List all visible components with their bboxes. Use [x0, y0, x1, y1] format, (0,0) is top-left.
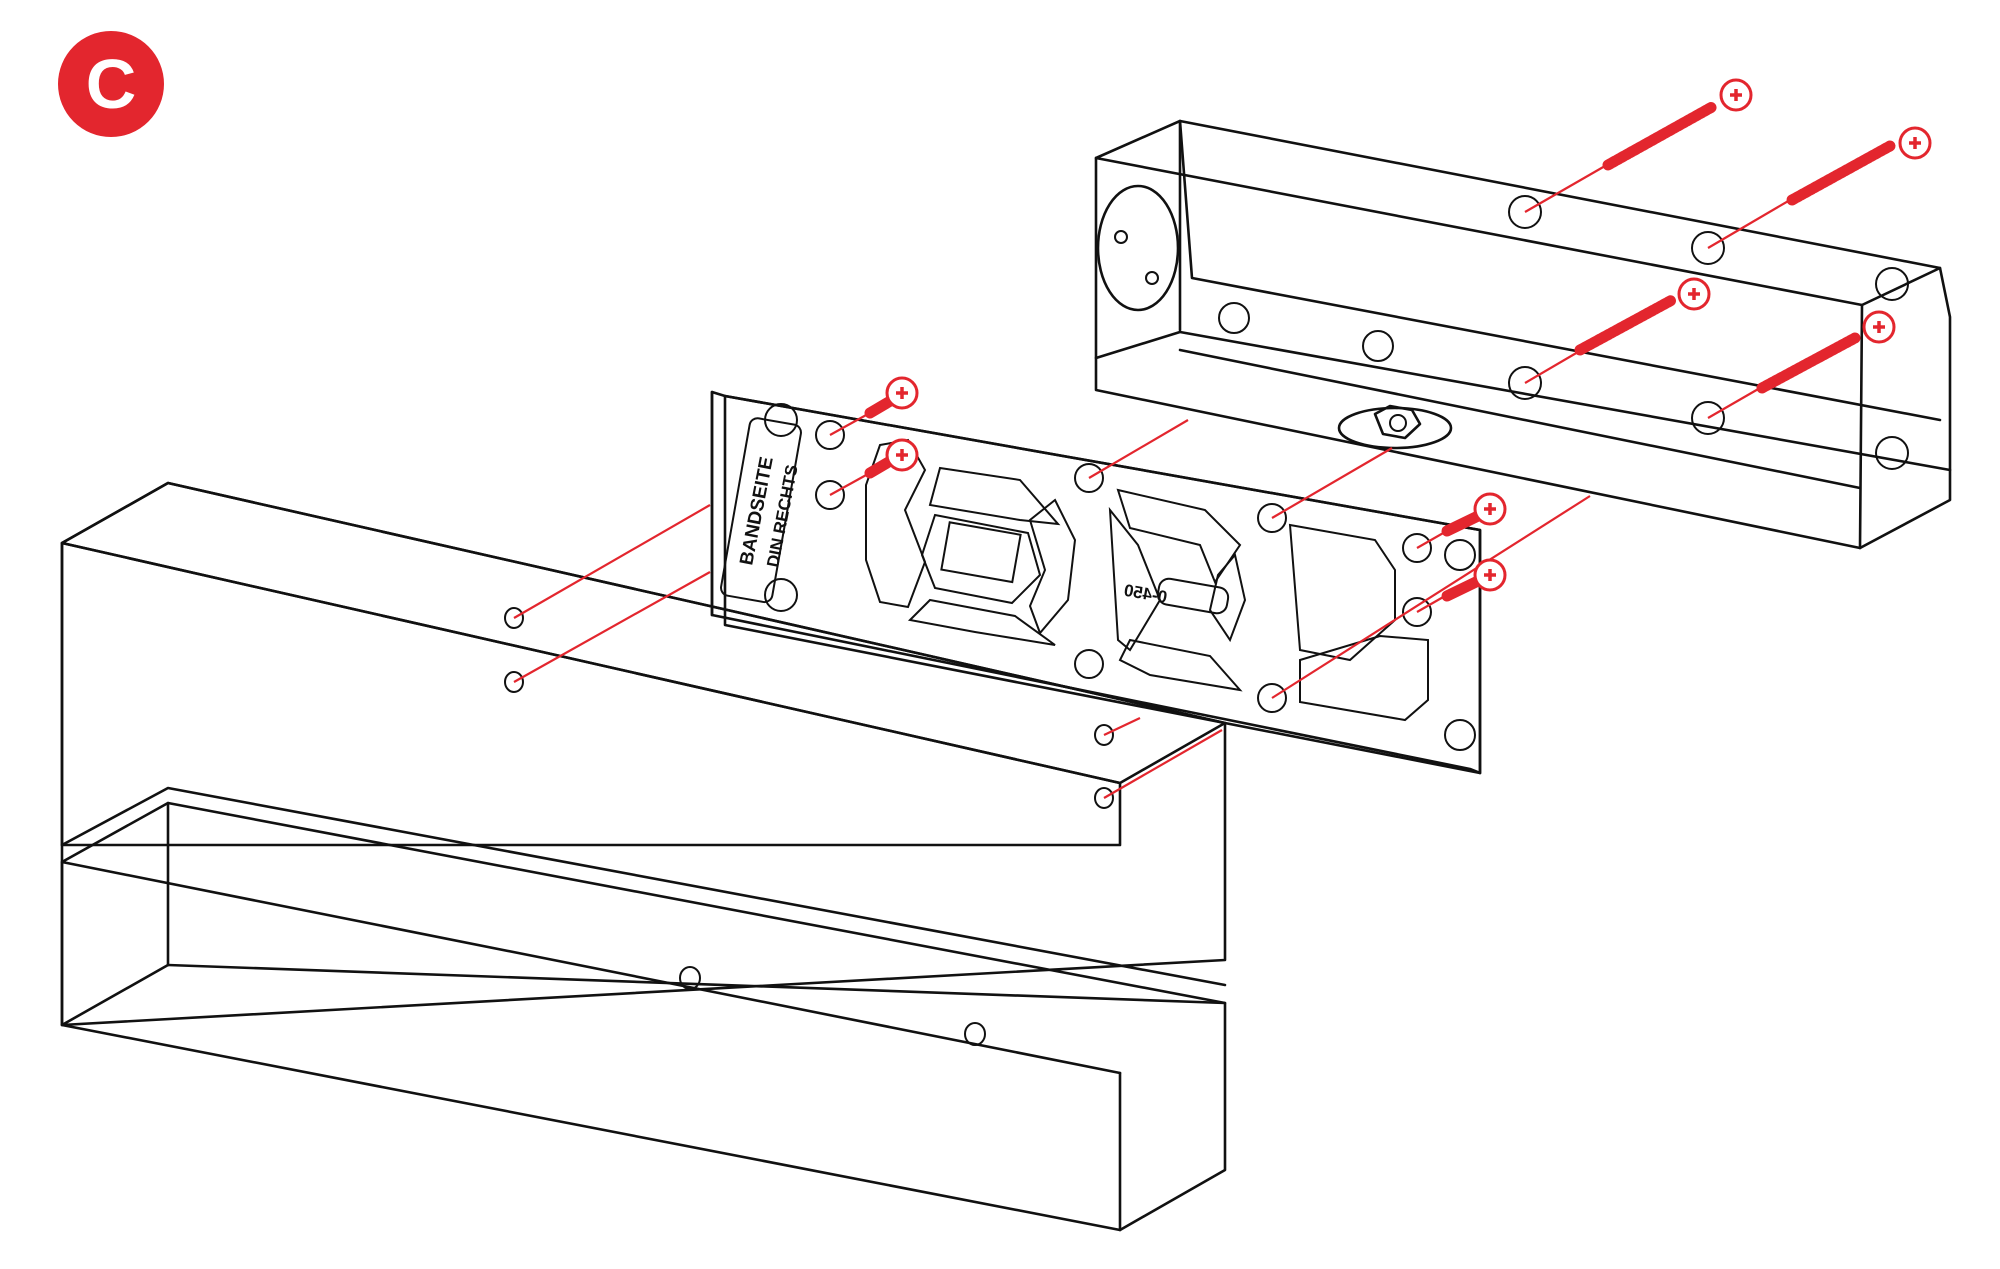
door-frame — [60, 481, 1227, 1232]
phillips-screw-icon — [864, 438, 919, 479]
drill-hole-icon — [1218, 302, 1250, 334]
door-frame-upper-front — [60, 541, 1122, 847]
mounting-plate: BANDSEITE DIN RECHTS — [710, 390, 1482, 775]
phillips-screw-icon — [1441, 492, 1507, 537]
drill-hole-icon — [1257, 503, 1287, 533]
step-label: C — [85, 45, 137, 123]
drill-hole-icon — [1074, 463, 1104, 493]
phillips-screw-icon — [1756, 310, 1896, 394]
drill-hole-icon — [1074, 649, 1104, 679]
drill-hole-icon — [1875, 267, 1909, 301]
drill-hole-icon — [1508, 195, 1542, 229]
drill-hole-icon — [1094, 787, 1114, 809]
closer-end-cap — [1096, 184, 1180, 312]
drill-hole-icon — [1402, 597, 1432, 627]
alignment-guides — [513, 165, 1791, 799]
door-frame-upper-top — [60, 481, 1227, 785]
plate-cutouts — [865, 438, 1429, 722]
phillips-screw-icon — [1441, 558, 1507, 602]
drill-hole-icon — [1691, 231, 1725, 265]
door-closer-body — [1094, 119, 1952, 550]
drill-hole-icon — [504, 607, 524, 629]
drill-hole-icon — [815, 480, 845, 510]
drill-hole-icon — [1875, 436, 1909, 470]
closer-pinion-nut — [1337, 404, 1453, 450]
drill-hole-icon — [764, 403, 798, 437]
drill-hole-icon — [815, 420, 845, 450]
drill-hole-icon — [1362, 330, 1394, 362]
door-drill-holes — [504, 607, 1114, 1046]
drill-hole-icon — [1444, 539, 1476, 571]
drill-hole-icon — [1257, 683, 1287, 713]
drill-hole-icon — [504, 671, 524, 693]
drill-hole-icon — [764, 578, 798, 612]
drill-hole-icon — [964, 1022, 986, 1046]
short-screws — [864, 376, 1507, 602]
plate-center-marking: 0-450 — [1122, 581, 1168, 607]
closer-mounting-holes — [1218, 195, 1909, 470]
phillips-screw-icon — [1602, 78, 1753, 171]
phillips-screw-icon — [864, 376, 919, 419]
long-screws — [1574, 78, 1932, 394]
drill-hole-icon — [1444, 719, 1476, 751]
phillips-screw-icon — [1574, 277, 1711, 356]
plate-holes — [764, 403, 1476, 751]
drill-hole-icon — [1691, 401, 1725, 435]
drill-hole-icon — [1094, 724, 1114, 746]
drill-hole-icon — [1508, 366, 1542, 400]
step-badge: C — [58, 31, 164, 137]
door-frame-back — [60, 481, 1227, 1027]
phillips-screw-icon — [1786, 126, 1932, 206]
drill-hole-icon — [1402, 533, 1432, 563]
drill-hole-icon — [679, 966, 701, 990]
